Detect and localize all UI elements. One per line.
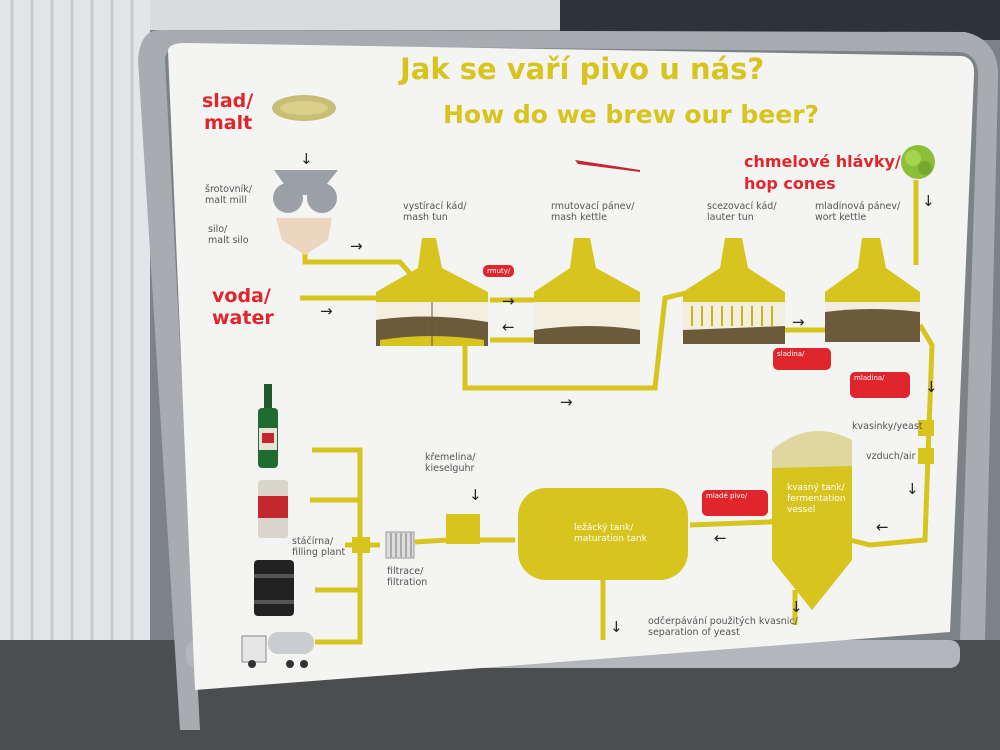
arrow-right-mash: → [502, 292, 515, 310]
malt-label-english: malt [204, 112, 253, 134]
mash-tun-label: vystírací kád/ mash tun [403, 201, 467, 223]
beer-keg-icon [254, 560, 294, 616]
arrow-down-air: ↓ [906, 480, 919, 498]
filling-plant-label: stáčírna/ filling plant [292, 536, 346, 558]
water-label-english: water [212, 307, 274, 329]
fermentation-label: kvasný tank/ fermentation vessel [787, 483, 846, 515]
red-pen-mark [575, 160, 640, 172]
wall-ribs [10, 0, 134, 640]
arrow-down-kieselguhr: ↓ [469, 486, 482, 504]
yeast-label: kvasinky/yeast [852, 421, 923, 432]
wort-kettle-vessel [825, 238, 920, 342]
arrow-down-wort: ↓ [925, 378, 938, 396]
filtration-label: filtrace/ filtration [387, 566, 428, 588]
kieselguhr-label: křemelina/ kieselguhr [425, 452, 476, 474]
mash-pill: rmuty/ [483, 265, 515, 277]
corrugated-wall [0, 0, 150, 640]
beer-bottle-icon [258, 384, 278, 468]
arrow-right-water: → [320, 302, 333, 320]
wort-pill: mladina/ [850, 372, 910, 398]
maturation-label: ležácký tank/ maturation tank [574, 523, 647, 544]
kieselguhr-box [446, 514, 480, 544]
tanker-truck-icon [241, 632, 314, 668]
young-beer-pill: mladé pivo/ [702, 490, 768, 516]
arrow-left-mash: ← [502, 318, 515, 336]
malt-grain-icon [272, 95, 336, 121]
mash-kettle-label: rmutovací pánev/ mash kettle [551, 201, 635, 223]
hops-label-english: hop cones [744, 174, 836, 193]
fermentation-vessel-shape [772, 431, 852, 610]
arrow-right-silo: → [350, 237, 363, 255]
filling-junction [352, 537, 370, 553]
water-label-czech: voda/ [212, 285, 271, 307]
arrow-left-maturation: ← [714, 529, 727, 547]
wall-top [150, 0, 560, 30]
mash-kettle-vessel [534, 238, 640, 344]
beer-can-icon [258, 480, 288, 538]
air-label: vzduch/air [866, 451, 916, 462]
hop-cone-icon [901, 145, 935, 179]
maturation-tank-shape [518, 488, 688, 580]
air-valve [918, 448, 934, 464]
arrow-down-separation: ↓ [610, 618, 623, 636]
yeast-separation-label: odčerpávání použitých kvasnic/ separatio… [648, 616, 798, 638]
silo-vessel [276, 218, 332, 255]
mash-tun-vessel [376, 238, 488, 346]
sweet-wort-pill: sladina/ [773, 348, 831, 370]
arrow-down-hops: ↓ [922, 192, 935, 210]
title-english: How do we brew our beer? [443, 100, 820, 129]
wort-kettle-label: mladinová pánev/ wort kettle [815, 201, 901, 223]
arrow-down-ferm: ↓ [790, 598, 803, 616]
arrow-right-lauter: → [792, 313, 805, 331]
arrow-down-mill: ↓ [300, 150, 313, 168]
title-czech: Jak se vaří pivo u nás? [400, 52, 765, 86]
arrow-left-ferm: ← [876, 518, 889, 536]
yeast-valve [918, 420, 934, 436]
lauter-tun-vessel [683, 238, 785, 344]
lauter-tun-label: scezovací kád/ lauter tun [707, 201, 777, 223]
silo-label: silo/ malt silo [208, 224, 249, 246]
malt-mill-label: šrotovník/ malt mill [205, 184, 252, 206]
hops-label-czech: chmelové hlávky/ [744, 152, 901, 171]
filter-element [385, 531, 415, 559]
malt-label-czech: slad/ [202, 90, 254, 112]
filter-lines [390, 533, 412, 557]
arrow-right-bottom: → [560, 393, 573, 411]
malt-mill-rollers [273, 170, 338, 213]
